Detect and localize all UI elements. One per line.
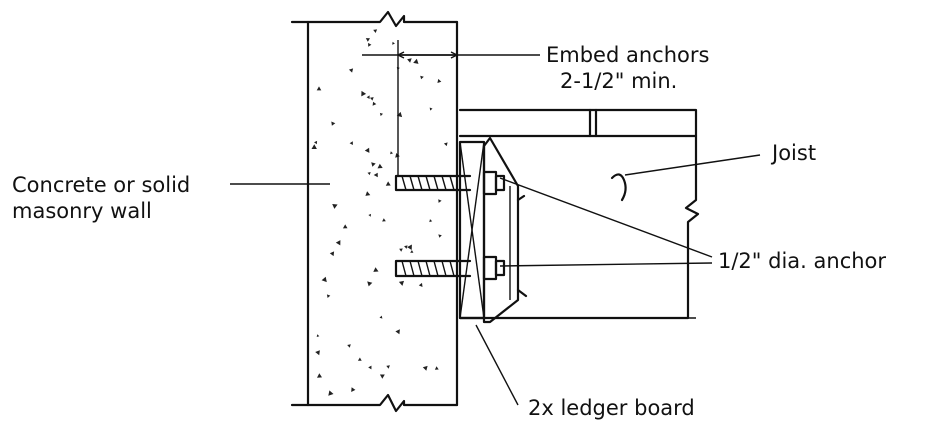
anchor-bolt-lower [394,255,506,281]
embed-dimension [362,40,540,176]
aggregate-speck [443,142,448,147]
aggregate-speck [385,181,391,186]
aggregate-speck [331,121,336,126]
aggregate-speck [410,250,414,253]
joist [458,108,700,320]
aggregate-speck [420,75,424,80]
aggregate-speck [434,366,439,370]
aggregate-speck [328,390,334,396]
leader-lines [230,154,761,406]
ledger-leader [475,324,519,406]
embed-anchors-label: Embed anchors 2-1/2" min. [546,42,709,94]
aggregate-speck [429,219,433,223]
aggregate-speck [418,282,423,287]
aggregate-speck [390,151,393,155]
joist-leader [624,154,761,176]
concrete-aggregate [311,29,448,396]
aggregate-speck [317,373,322,378]
aggregate-speck [366,95,370,99]
aggregate-speck [329,251,335,257]
aggregate-speck [316,334,320,337]
aggregate-speck [367,281,373,287]
aggregate-speck [351,387,356,392]
ledger-label: 2x ledger board [528,396,695,420]
aggregate-speck [422,365,428,371]
aggregate-speck [370,97,374,101]
aggregate-speck [407,58,412,63]
ledger-board [458,140,486,320]
aggregate-speck [367,172,371,176]
aggregate-speck [437,78,442,83]
aggregate-speck [349,141,353,145]
aggregate-speck [332,204,338,209]
joist-hanger [482,136,528,324]
aggregate-speck [398,280,404,286]
aggregate-speck [438,234,442,238]
aggregate-speck [392,41,395,45]
aggregate-speck [379,374,385,379]
wall-label-line2: masonry wall [12,199,152,223]
aggregate-speck [395,329,400,335]
aggregate-speck [311,144,317,149]
aggregate-speck [347,344,351,348]
wall-label-line1: Concrete or solid [12,173,191,197]
aggregate-speck [373,172,378,178]
aggregate-speck [315,350,320,356]
aggregate-speck [326,294,331,298]
aggregate-speck [316,86,322,91]
aggregate-speck [379,315,383,319]
aggregate-speck [372,101,377,106]
aggregate-speck [335,240,341,246]
embed-label-line1: Embed anchors [546,43,710,67]
aggregate-speck [321,276,327,283]
aggregate-speck [371,162,376,167]
anchor-leader-lower [499,262,713,267]
aggregate-speck [413,58,419,64]
aggregate-speck [368,42,372,47]
embed-label-line2: 2-1/2" min. [560,69,678,93]
aggregate-speck [379,112,383,117]
aggregate-speck [373,29,378,33]
aggregate-speck [373,267,379,272]
anchor-label: 1/2" dia. anchor [718,249,887,273]
anchor-bolt-upper [394,170,506,196]
aggregate-speck [407,244,412,250]
aggregate-speck [361,90,367,97]
wall-label: Concrete or solid masonry wall [12,172,190,224]
aggregate-speck [386,365,390,369]
aggregate-speck [365,38,370,42]
aggregate-speck [377,163,383,169]
aggregate-speck [348,68,354,73]
anchor-leader-upper [499,177,713,258]
joist-label: Joist [772,141,817,165]
aggregate-speck [368,213,371,217]
aggregate-speck [399,248,403,252]
concrete-wall [290,10,459,413]
aggregate-speck [368,365,372,370]
aggregate-speck [314,140,318,145]
aggregate-speck [382,218,386,222]
aggregate-speck [404,245,408,249]
aggregate-speck [342,224,348,229]
aggregate-speck [438,199,442,203]
aggregate-speck [357,357,362,361]
aggregate-speck [364,147,370,153]
aggregate-speck [429,107,433,111]
aggregate-speck [365,191,371,196]
